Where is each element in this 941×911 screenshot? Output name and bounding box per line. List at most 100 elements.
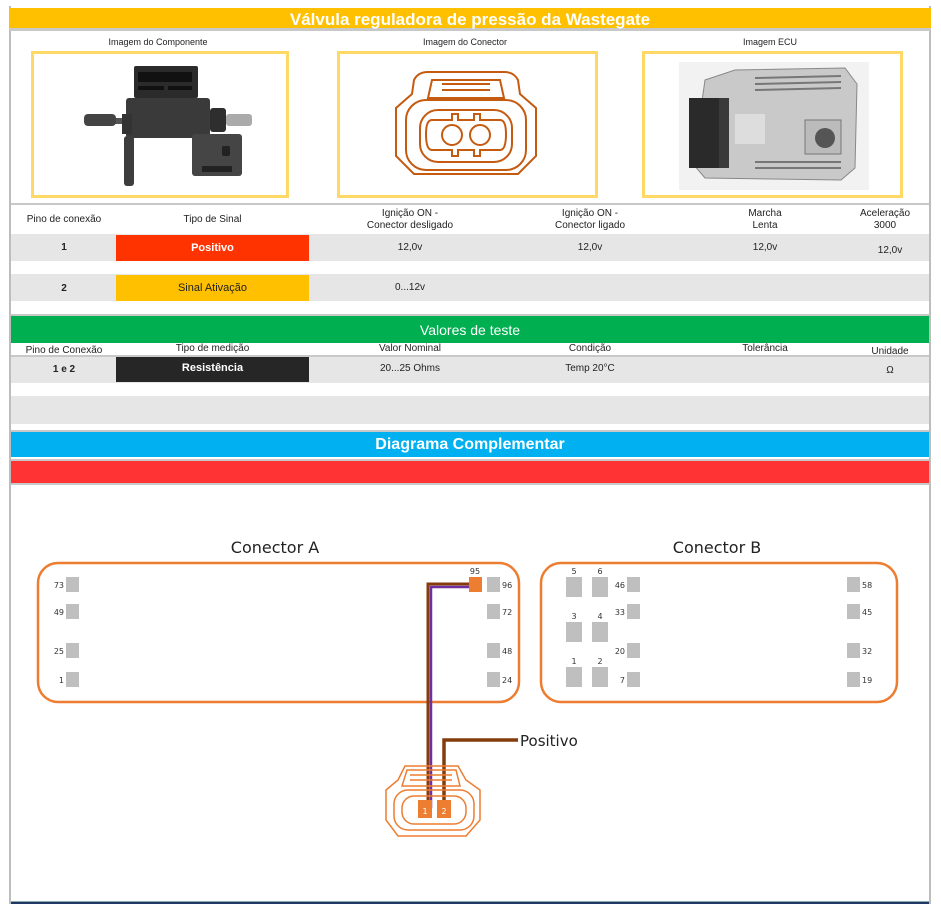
pin-b-label-20: 20 <box>615 647 625 656</box>
pin-a-24 <box>487 672 500 687</box>
pin-b-label-3: 3 <box>571 612 576 621</box>
connector-image <box>337 51 598 198</box>
component-image-label: Imagem do Componente <box>108 37 208 47</box>
pin-b-46 <box>627 577 640 592</box>
connector-b-outline <box>539 561 899 704</box>
pin-b-label-32: 32 <box>862 647 872 656</box>
connector-b-label: Conector B <box>673 538 761 557</box>
pin-a-95 <box>469 577 482 592</box>
test-header-nominal: Valor Nominal <box>378 343 442 354</box>
row2-ign-off: 0...12v <box>394 282 426 293</box>
connector-a-outline <box>36 561 521 704</box>
header-ign-off: Ignição ON - Conector desligado <box>366 208 454 231</box>
pin-b-label-33: 33 <box>615 608 625 617</box>
table-row <box>11 396 929 424</box>
pin-a-48 <box>487 643 500 658</box>
component-pin-1 <box>418 800 432 818</box>
test-row-nominal: 20...25 Ohms <box>379 363 441 374</box>
pin-a-25 <box>66 643 79 658</box>
pin-a-label-48: 48 <box>502 647 512 656</box>
test-header-pin: Pino de Conexão <box>25 345 103 356</box>
row2-signal-badge: Sinal Ativação <box>116 275 309 301</box>
row2-pin: 2 <box>61 283 67 294</box>
pin-a-label-1: 1 <box>59 676 64 685</box>
test-row-condition: Temp 20°C <box>565 363 615 374</box>
pin-a-label-24: 24 <box>502 676 512 685</box>
pin-a-96 <box>487 577 500 592</box>
pin-a-1 <box>66 672 79 687</box>
pin-b-label-1: 1 <box>571 657 576 666</box>
pin-b-45 <box>847 604 860 619</box>
connector-outline-icon <box>395 71 537 175</box>
pin-b-5 <box>566 577 582 597</box>
bottom-border <box>11 901 929 904</box>
pin-b-label-7: 7 <box>620 676 625 685</box>
pin-b-32 <box>847 643 860 658</box>
wire-positive <box>442 738 518 808</box>
pin-a-label-72: 72 <box>502 608 512 617</box>
pin-b-3 <box>566 622 582 642</box>
header-pin: Pino de conexão <box>26 214 102 225</box>
ecu-image-label: Imagem ECU <box>742 37 797 47</box>
pin-b-33 <box>627 604 640 619</box>
pin-b-7 <box>627 672 640 687</box>
test-header-type: Tipo de medição <box>175 343 250 354</box>
pin-b-label-6: 6 <box>597 567 602 576</box>
pin-b-label-2: 2 <box>597 657 602 666</box>
component-image <box>31 51 289 198</box>
test-row-pin: 1 e 2 <box>52 364 76 375</box>
page-frame <box>9 6 931 904</box>
component-connector-icon <box>385 765 481 837</box>
pin-a-label-95: 95 <box>470 567 480 576</box>
pin-b-20 <box>627 643 640 658</box>
test-header-condition: Condição <box>568 343 612 354</box>
wire-brown-a <box>426 582 469 808</box>
pin-b-label-4: 4 <box>597 612 602 621</box>
pin-a-49 <box>66 604 79 619</box>
connector-image-label: Imagem do Conector <box>422 37 508 47</box>
pin-b-2 <box>592 667 608 687</box>
pin-b-58 <box>847 577 860 592</box>
component-pin-1-label: 1 <box>422 807 427 816</box>
pin-b-label-46: 46 <box>615 581 625 590</box>
pin-b-label-58: 58 <box>862 581 872 590</box>
row1-ign-off: 12,0v <box>397 242 423 253</box>
component-pin-2-label: 2 <box>441 807 446 816</box>
row1-accel: 12,0v <box>877 245 903 256</box>
test-values-title: Valores de teste <box>11 314 929 343</box>
header-accel: Aceleração 3000 <box>859 208 911 231</box>
pin-b-label-5: 5 <box>571 567 576 576</box>
pin-a-73 <box>66 577 79 592</box>
solenoid-valve-icon <box>84 66 252 186</box>
diagram-red-band <box>11 459 929 485</box>
pin-b-label-19: 19 <box>862 676 872 685</box>
test-row-unit: Ω <box>886 365 894 376</box>
page-title: Válvula reguladora de pressão da Wastega… <box>9 8 931 31</box>
divider <box>11 203 929 205</box>
row1-pin: 1 <box>61 242 67 253</box>
wire-label-positive: Positivo <box>520 732 578 750</box>
pin-b-label-45: 45 <box>862 608 872 617</box>
test-header-tolerance: Tolerância <box>742 343 788 354</box>
pin-a-72 <box>487 604 500 619</box>
pin-b-6 <box>592 577 608 597</box>
pin-a-label-49: 49 <box>54 608 64 617</box>
row1-idle: 12,0v <box>752 242 778 253</box>
header-idle: Marcha Lenta <box>748 208 782 231</box>
component-pin-2 <box>437 800 451 818</box>
ecu-unit-icon <box>679 62 869 190</box>
test-row-type-badge: Resistência <box>116 357 309 382</box>
row1-ign-on: 12,0v <box>577 242 603 253</box>
pin-a-label-73: 73 <box>54 581 64 590</box>
pin-a-label-25: 25 <box>54 647 64 656</box>
pin-b-19 <box>847 672 860 687</box>
test-header-unit: Unidade <box>871 346 909 357</box>
diagram-title: Diagrama Complementar <box>11 430 929 457</box>
connector-a-label: Conector A <box>231 538 319 557</box>
divider <box>11 355 929 357</box>
pin-b-1 <box>566 667 582 687</box>
pin-a-label-96: 96 <box>502 581 512 590</box>
header-signal-type: Tipo de Sinal <box>183 214 242 225</box>
ecu-image <box>642 51 903 198</box>
